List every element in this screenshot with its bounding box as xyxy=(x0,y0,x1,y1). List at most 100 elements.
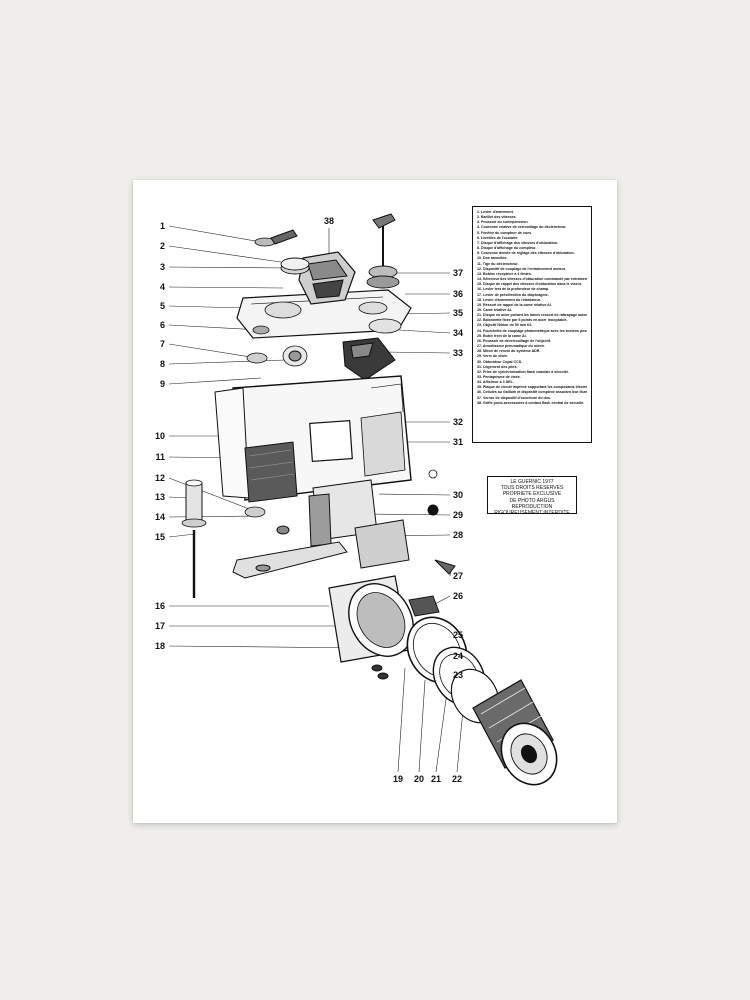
leader-line xyxy=(368,513,451,516)
callout-number: 3 xyxy=(160,262,165,272)
legend-item: 32. Prise de synchronisation flash coaxi… xyxy=(477,369,570,374)
callout-number: 20 xyxy=(414,774,424,784)
leader-line xyxy=(435,691,448,773)
legend-item: 10. Dos amovible. xyxy=(477,256,508,261)
copyright-line: LE GUERNIC 1977 xyxy=(510,479,554,485)
legend-item: 37. Verrou de dispositif d'ouverture du … xyxy=(477,395,551,400)
legend-item: 25. Butée frein de la came AI. xyxy=(477,333,527,338)
legend-item: 30. Obturateur Copal CCS. xyxy=(477,359,523,364)
callout-number: 28 xyxy=(453,530,463,540)
parts-legend-list: 1. Levier d'armement.2. Barillet des vit… xyxy=(477,210,587,406)
callout-number: 4 xyxy=(160,282,165,292)
leader-line xyxy=(398,329,451,334)
callout-number: 2 xyxy=(160,241,165,251)
legend-item: 8. Disque d'affichage du compteur. xyxy=(477,246,537,251)
leader-line xyxy=(168,245,282,263)
legend-item: 23. Objectif Nikkor de 50 mm f/2. xyxy=(477,323,533,328)
legend-item: 21. Disque en acier portant les lames re… xyxy=(477,313,587,318)
callout-number: 5 xyxy=(160,301,165,311)
legend-item: 24. Fourchette de couplage photométrique… xyxy=(477,328,587,333)
callout-number: 8 xyxy=(160,359,165,369)
copyright-line: DE PHOTO ARGUS xyxy=(509,497,555,504)
leader-line xyxy=(168,515,260,518)
callout-number: 10 xyxy=(155,431,165,441)
callout-number: 9 xyxy=(160,379,165,389)
callout-number: 13 xyxy=(155,492,165,502)
leader-line xyxy=(397,667,406,773)
copyright-line: PROPRIETE EXCLUSIVE xyxy=(502,491,562,498)
callout-number: 32 xyxy=(453,417,463,427)
exploded-camera-diagram: 1234567891011121314151617183736353433323… xyxy=(155,213,558,786)
callout-number: 7 xyxy=(160,339,165,349)
legend-item: 20. Came relative AI. xyxy=(477,307,512,312)
legend-item: 1. Levier d'armement. xyxy=(477,210,514,214)
legend-item: 7. Disque d'affichage des vitesses d'obt… xyxy=(477,240,558,245)
leader-line xyxy=(168,377,262,385)
callout-numbers: 1234567891011121314151617183736353433323… xyxy=(155,216,463,784)
callout-number: 31 xyxy=(453,437,463,447)
leader-line xyxy=(418,679,426,773)
legend-item: 26. Poussoir de déverrouillage de l'obje… xyxy=(477,338,551,343)
legend-item: 14. Sélecteur des vitesses d'obturation … xyxy=(477,277,587,282)
legend-item: 9. Couronne dentée de réglage des vitess… xyxy=(477,251,575,256)
callout-number: 30 xyxy=(453,490,463,500)
leader-line xyxy=(168,286,284,289)
legend-item: 28. Miroir de renvoi du système ADR. xyxy=(477,349,541,354)
callout-number: 26 xyxy=(453,591,463,601)
callout-number: 23 xyxy=(453,670,463,680)
legend-item: 12. Dispositif de couplage de l'entraîne… xyxy=(477,266,566,271)
legend-item: 17. Levier de présélection du diaphragme… xyxy=(477,292,549,297)
leader-line xyxy=(456,709,464,773)
legend-item: 34. Afficheur à 3 DEL. xyxy=(477,380,514,385)
callout-number: 27 xyxy=(453,571,463,581)
callout-number: 33 xyxy=(453,348,463,358)
legend-item: 2. Barillet des vitesses. xyxy=(477,215,517,220)
legend-item: 5. Fenêtre du compteur de vues. xyxy=(477,230,533,235)
legend-item: 18. Levier d'armement du retardateur. xyxy=(477,297,541,302)
leader-line xyxy=(434,595,451,605)
callout-number: 37 xyxy=(453,268,463,278)
leader-line xyxy=(168,225,262,243)
legend-item: 6. Lentilles de l'oculaire. xyxy=(477,235,519,240)
callout-number: 6 xyxy=(160,320,165,330)
leader-line xyxy=(378,493,451,496)
callout-number: 19 xyxy=(393,774,403,784)
legend-item: 35. Plaque de circuit imprimé supportant… xyxy=(477,385,587,390)
legend-item: 33. Pentaprisme de visée. xyxy=(477,375,521,379)
callout-number: 24 xyxy=(453,651,463,661)
copyright-box: LE GUERNIC 1977 TOUS DROITS RESERVES PRO… xyxy=(487,476,577,516)
legend-item: 31. Logement des piles. xyxy=(477,364,518,369)
callout-number: 29 xyxy=(453,510,463,520)
callout-number: 25 xyxy=(453,630,463,640)
callout-number: 34 xyxy=(453,328,463,338)
leader-line xyxy=(168,305,246,309)
legend-item: 27. Amortisseur pneumatique du miroir. xyxy=(477,344,545,349)
callout-number: 16 xyxy=(155,601,165,611)
callout-number: 17 xyxy=(155,621,165,631)
leader-line xyxy=(168,645,370,649)
copyright-line: REPRODUCTION xyxy=(511,503,553,510)
leader-line xyxy=(168,477,258,513)
callout-number: 1 xyxy=(160,221,165,231)
leader-line xyxy=(168,266,289,269)
callout-number: 14 xyxy=(155,512,165,522)
copyright-line: TOUS DROITS RESERVES xyxy=(500,485,564,492)
callout-number: 12 xyxy=(155,473,165,483)
legend-item: 22. Baïonnette fixée par 5 points en aci… xyxy=(477,318,568,323)
legend-item: 29. Verre de visée. xyxy=(477,354,509,359)
callout-number: 38 xyxy=(324,216,334,226)
callout-number: 35 xyxy=(453,308,463,318)
leader-line xyxy=(168,359,286,365)
camera-exploded-illustration xyxy=(181,213,558,786)
legend-item: 36. Cellules au Gallium et dispositif co… xyxy=(477,390,587,395)
callout-number: 11 xyxy=(155,452,165,462)
leader-line xyxy=(384,351,451,354)
callout-number: 18 xyxy=(155,641,165,651)
leader-line xyxy=(168,343,258,359)
callout-number: 22 xyxy=(452,774,462,784)
parts-legend: 1. Levier d'armement.2. Barillet des vit… xyxy=(472,206,592,443)
legend-item: 38. Griffe porte-accessoires à contact f… xyxy=(477,400,585,405)
callout-number: 15 xyxy=(155,532,165,542)
legend-item: 15. Disque de rappel des vitesses d'obtu… xyxy=(477,282,582,287)
